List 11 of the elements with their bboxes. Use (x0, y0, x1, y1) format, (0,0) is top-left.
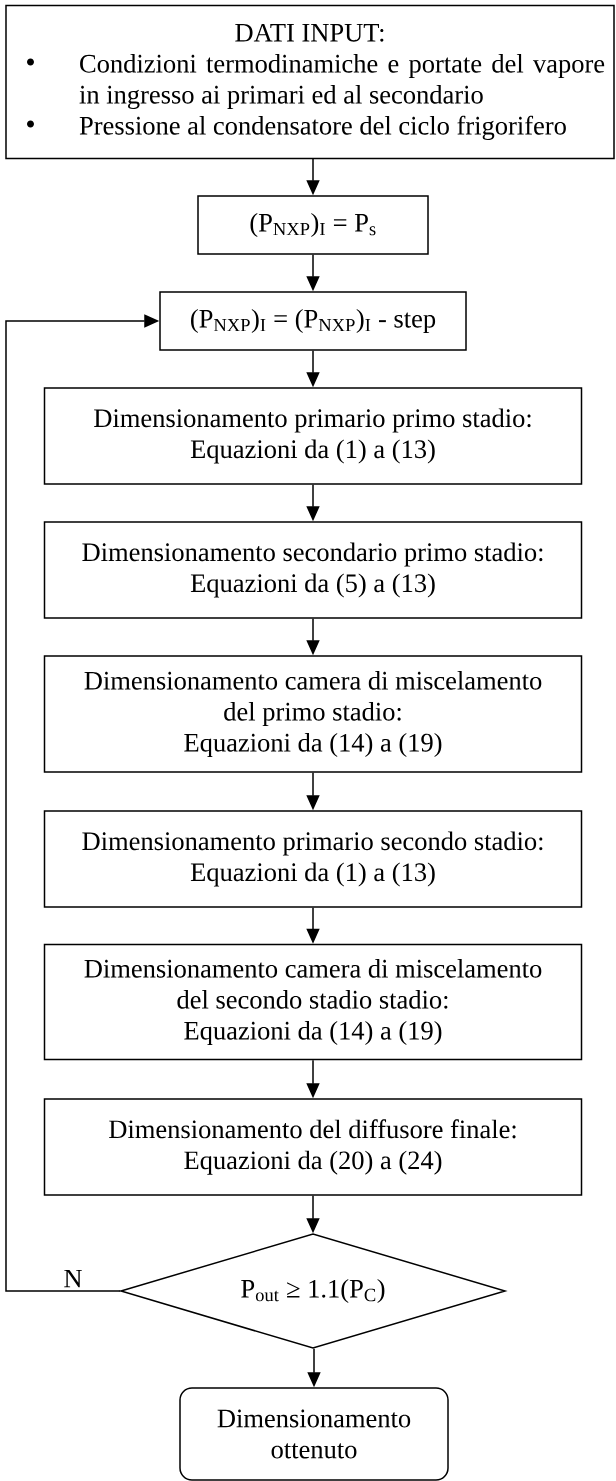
process-box: Dimensionamento camera di miscelamento del secondo stadio stadio: Equazioni da (14) a (19) (43, 943, 583, 1061)
process-box: Dimensionamento camera di miscelamento del primo stadio: Equazioni da (14) a (19) (43, 655, 583, 773)
process-box: Dimensionamento secondario primo stadio: Equazioni da (5) a (13) (43, 521, 583, 619)
edge-label: N (62, 1268, 84, 1289)
process-box: (P$_{NXP}$)$_{I}$ = P$_{s}$ (197, 195, 429, 255)
process-box: Dimensionamento primario secondo stadio: Equazioni da (1) a (13) (43, 810, 583, 908)
process-box: Dimensionamento primario primo stadio: Equazioni da (1) a (13) (43, 387, 583, 485)
terminal-box: Dimensionamento ottenuto (179, 1387, 449, 1481)
input-box: DATI INPUT: Condizioni termodinamiche e portate del vapore in ingresso ai primari ed al secondario Pressione al condensatore del ciclo frigorifero (5, 4, 615, 160)
process-box: (P$_{NXP}$)$_{I}$ = (P$_{NXP}$)$_{I}$ - step (159, 291, 467, 351)
process-box: Dimensionamento del diffusore finale: Equazioni da (20) a (24) (43, 1098, 583, 1196)
